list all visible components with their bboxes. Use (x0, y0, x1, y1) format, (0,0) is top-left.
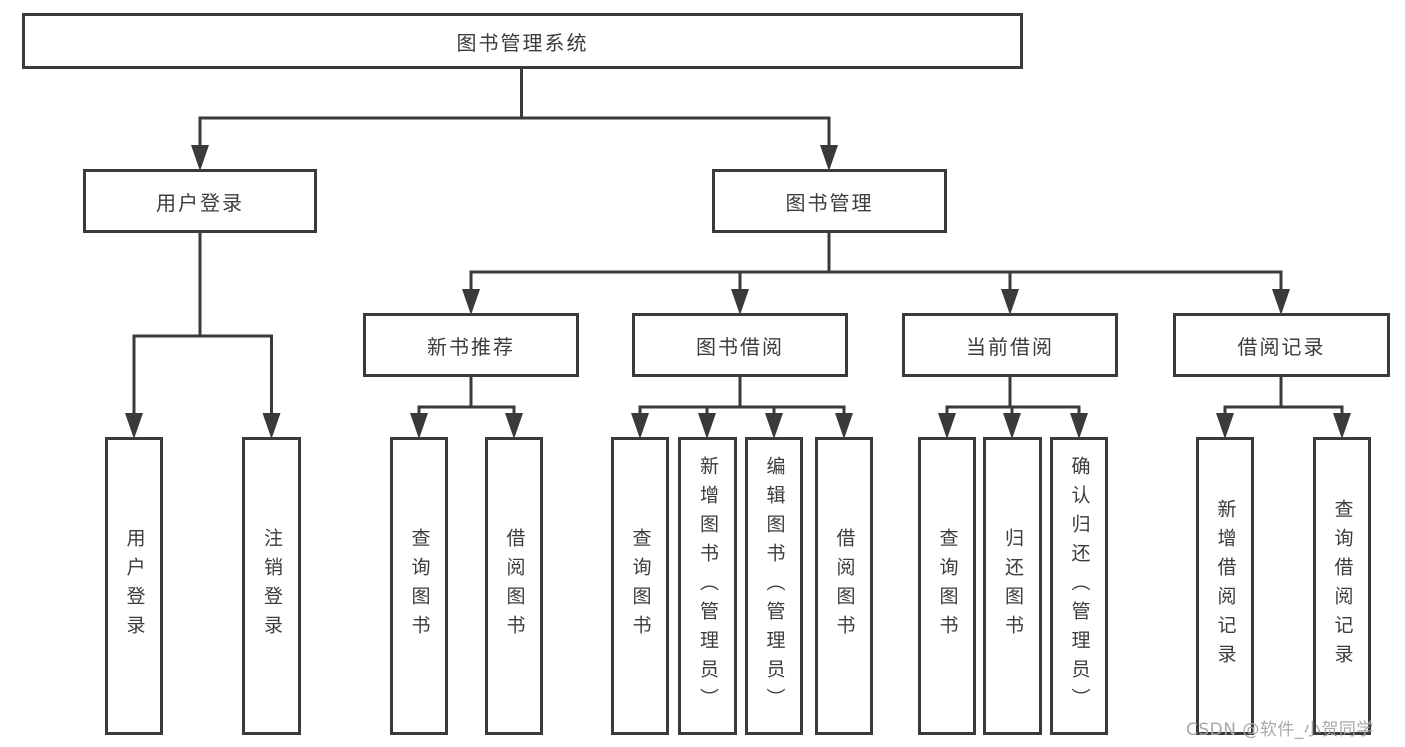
leaf-return-book-label: 归还图书 (1002, 528, 1024, 644)
node-user-login-label: 用户登录 (156, 190, 244, 215)
leaf-borrow-book-2: 借阅图书 (815, 437, 873, 735)
node-borrow-record: 借阅记录 (1173, 313, 1390, 377)
leaf-logout-label: 注销登录 (261, 528, 283, 644)
leaf-confirm-return-admin-label: 确认归还（管理员） (1068, 455, 1091, 717)
arrow-down-icons (125, 145, 1351, 439)
leaf-add-borrow-record: 新增借阅记录 (1196, 437, 1254, 735)
leaf-query-book-1: 查询图书 (390, 437, 448, 735)
node-book-borrow: 图书借阅 (632, 313, 848, 377)
leaf-borrow-book-2-label: 借阅图书 (833, 528, 856, 644)
leaf-query-book-2-label: 查询图书 (629, 528, 652, 644)
leaf-query-borrow-record: 查询借阅记录 (1313, 437, 1371, 735)
node-current-borrow-label: 当前借阅 (966, 334, 1054, 359)
leaf-return-book: 归还图书 (983, 437, 1042, 735)
node-book-management: 图书管理 (712, 169, 947, 233)
leaf-borrow-book-1: 借阅图书 (485, 437, 543, 735)
leaf-confirm-return-admin: 确认归还（管理员） (1050, 437, 1108, 735)
leaf-edit-book-admin: 编辑图书（管理员） (745, 437, 803, 735)
csdn-watermark: CSDN @软件_小贺同学 (1186, 720, 1374, 740)
leaf-query-book-3-label: 查询图书 (936, 528, 959, 644)
node-book-management-label: 图书管理 (785, 190, 874, 215)
leaf-query-borrow-record-label: 查询借阅记录 (1331, 499, 1354, 673)
leaf-query-book-2: 查询图书 (611, 437, 669, 735)
node-root: 图书管理系统 (22, 13, 1023, 69)
node-new-book-recommend-label: 新书推荐 (427, 334, 515, 359)
node-new-book-recommend: 新书推荐 (363, 313, 579, 377)
leaf-logout: 注销登录 (242, 437, 301, 735)
node-book-borrow-label: 图书借阅 (696, 334, 784, 359)
node-current-borrow: 当前借阅 (902, 313, 1118, 377)
leaf-add-book-admin-label: 新增图书（管理员） (697, 455, 719, 717)
node-root-label: 图书管理系统 (456, 30, 589, 55)
leaf-edit-book-admin-label: 编辑图书（管理员） (763, 455, 786, 717)
leaf-add-borrow-record-label: 新增借阅记录 (1214, 499, 1237, 673)
leaf-user-login: 用户登录 (105, 437, 163, 735)
leaf-add-book-admin: 新增图书（管理员） (678, 437, 737, 735)
leaf-user-login-label: 用户登录 (123, 528, 146, 644)
leaf-query-book-3: 查询图书 (918, 437, 976, 735)
node-borrow-record-label: 借阅记录 (1237, 334, 1326, 359)
leaf-query-book-1-label: 查询图书 (408, 528, 431, 644)
leaf-borrow-book-1-label: 借阅图书 (503, 528, 526, 644)
node-user-login: 用户登录 (83, 169, 317, 233)
